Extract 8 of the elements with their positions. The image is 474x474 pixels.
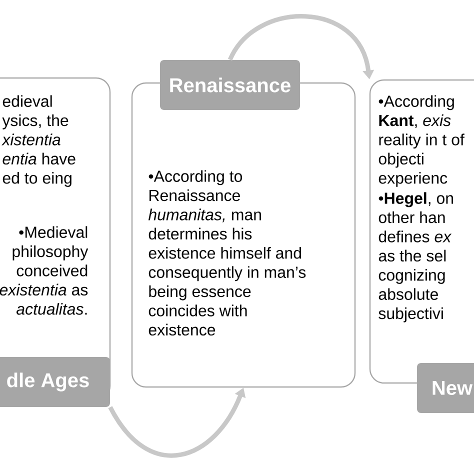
title-tab: New (417, 363, 474, 413)
bullet-text: •According to Renaissance humanitas, man determines his existence himself and consequently in man’s being essence coincides with existence (148, 170, 306, 336)
bullet-text: edieval ysics, the xistentia entia have ed to eing (2, 95, 76, 187)
bullet-text: •According Kant, exis reality in t of objecti experienc (378, 95, 464, 187)
bullet-text: •Hegel, on other han defines ex as the sel cognizing absolute subjectivi (378, 192, 453, 322)
title-tab: Renaissance (160, 60, 300, 110)
title-tab: dle Ages (0, 357, 110, 407)
bullet-text: •Medieval philosophy conceived existentia as actualitas. (0, 226, 88, 315)
